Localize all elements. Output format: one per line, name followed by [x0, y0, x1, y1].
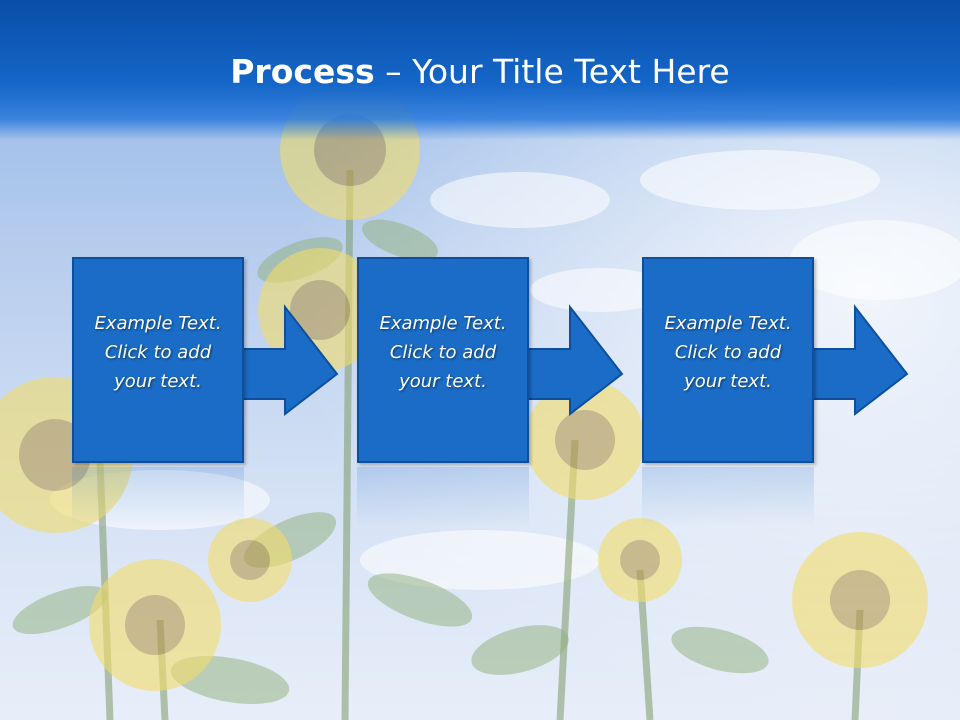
- slide-title[interactable]: Process – Your Title Text Here: [0, 52, 960, 91]
- step-text[interactable]: Example Text. Click to add your text.: [357, 309, 529, 396]
- process-step-3[interactable]: Example Text. Click to add your text.: [642, 257, 912, 467]
- step-box: [642, 257, 814, 463]
- title-bold: Process: [230, 52, 375, 91]
- step-reflection: [357, 467, 529, 527]
- title-bar: [0, 0, 960, 140]
- arrow-right-icon: [524, 304, 624, 417]
- step-text-line: Example Text.: [379, 313, 507, 334]
- step-text[interactable]: Example Text. Click to add your text.: [642, 309, 814, 396]
- arrow-right-icon: [809, 304, 909, 417]
- step-text-line: your text.: [399, 371, 487, 392]
- step-text-line: your text.: [684, 371, 772, 392]
- step-text-line: Click to add: [674, 342, 782, 363]
- step-reflection: [642, 467, 814, 527]
- step-reflection: [72, 467, 244, 527]
- step-text[interactable]: Example Text. Click to add your text.: [72, 309, 244, 396]
- process-step-2[interactable]: Example Text. Click to add your text.: [357, 257, 627, 467]
- arrow-right-icon: [239, 304, 339, 417]
- step-text-line: your text.: [114, 371, 202, 392]
- step-text-line: Click to add: [389, 342, 497, 363]
- process-step-1[interactable]: Example Text. Click to add your text.: [72, 257, 342, 467]
- step-text-line: Example Text.: [94, 313, 222, 334]
- step-text-line: Click to add: [104, 342, 212, 363]
- title-rest: – Your Title Text Here: [374, 52, 730, 91]
- step-text-line: Example Text.: [664, 313, 792, 334]
- step-box: [357, 257, 529, 463]
- step-box: [72, 257, 244, 463]
